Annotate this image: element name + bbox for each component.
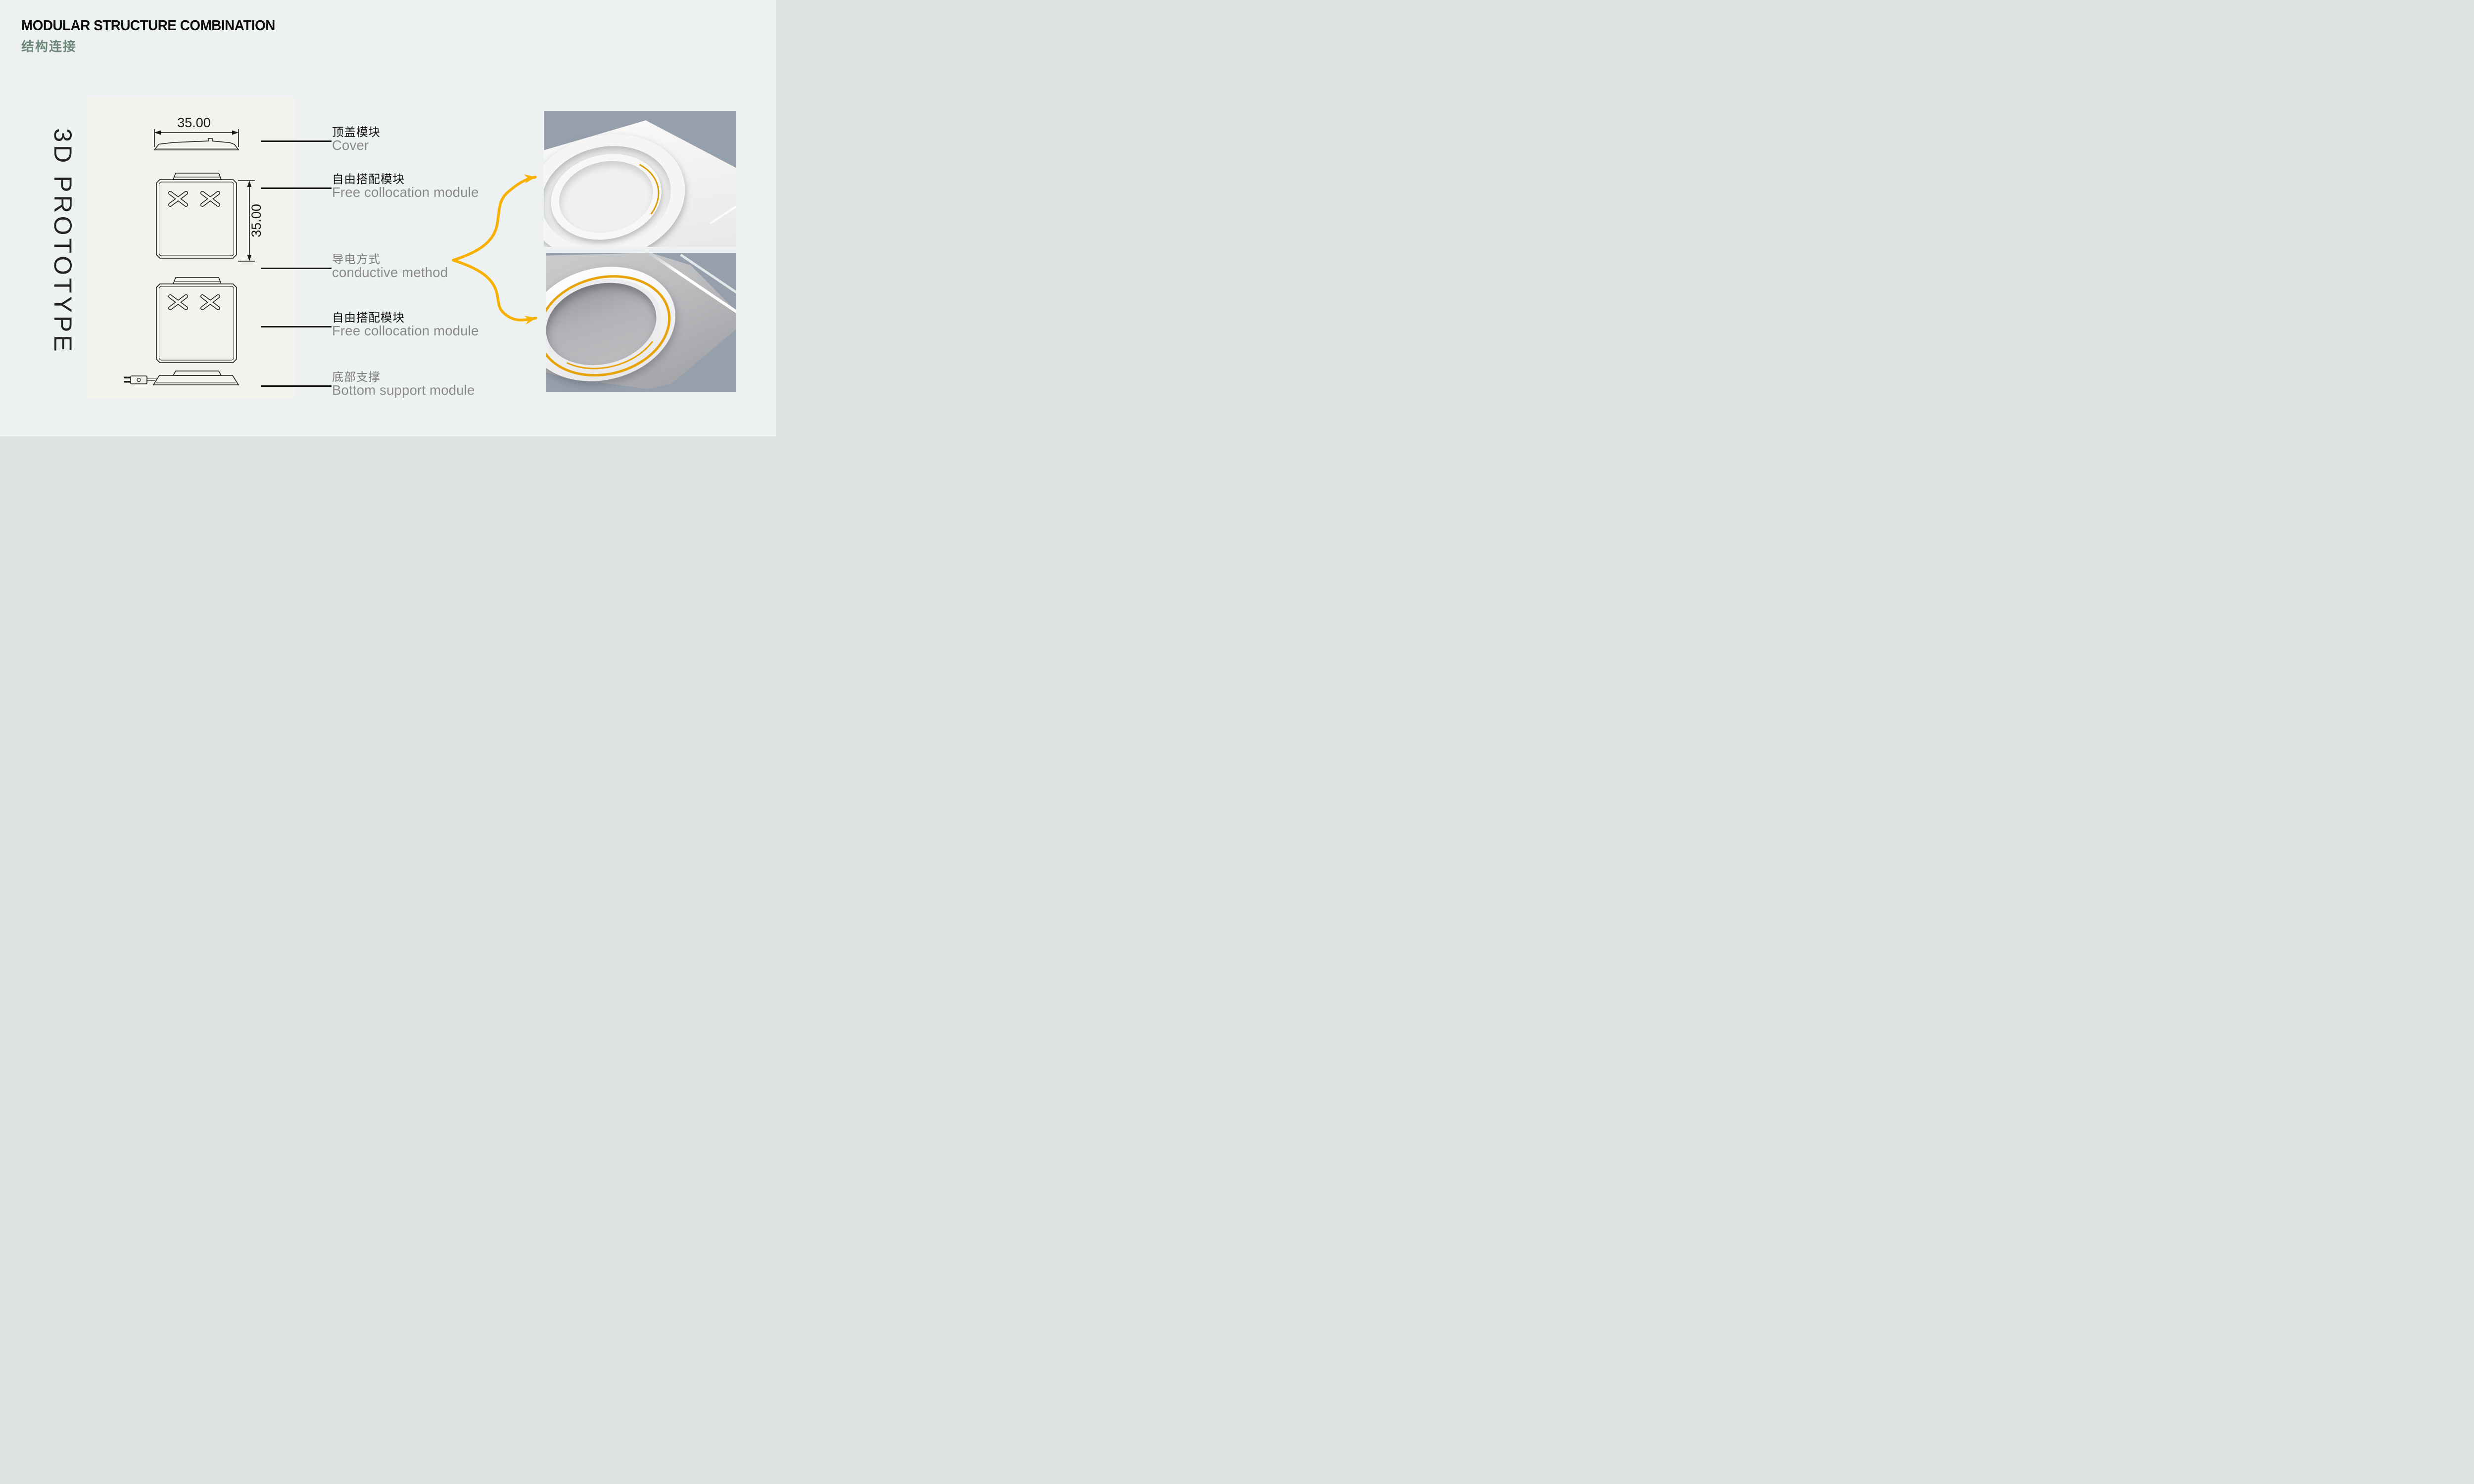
technical-drawing: 35.00 (124, 115, 264, 385)
dim-width-text: 35.00 (177, 115, 211, 130)
x-mark-icons (168, 191, 220, 310)
label-en-4: Bottom support module (332, 382, 475, 398)
connector-plug (124, 375, 157, 384)
dimension-height: 35.00 (238, 180, 264, 262)
label-en-2: conductive method (332, 265, 448, 280)
arrow-to-bottom-render (452, 259, 537, 325)
technical-drawing-panel: 35.00 (87, 97, 295, 398)
label-zh-4: 底部支撑 (332, 371, 381, 383)
slide: MODULAR STRUCTURE COMBINATION 结构连接 3D PR… (0, 0, 776, 436)
page-title: MODULAR STRUCTURE COMBINATION (21, 18, 275, 34)
callout-line-3 (261, 326, 332, 327)
cover-part (153, 138, 239, 150)
render-top-cover-ring (544, 111, 736, 247)
label-en-0: Cover (332, 138, 369, 153)
label-zh-0: 顶盖模块 (332, 126, 381, 139)
callout-line-0 (261, 140, 332, 142)
callout-line-4 (261, 385, 332, 387)
dim-height-text: 35.00 (249, 204, 264, 237)
free-collocation-module-2 (156, 277, 237, 363)
label-zh-2: 导电方式 (332, 253, 381, 266)
callout-line-1 (261, 187, 332, 189)
label-en-1: Free collocation module (332, 185, 479, 200)
bottom-support-part (124, 371, 239, 385)
label-en-3: Free collocation module (332, 323, 479, 338)
label-zh-3: 自由搭配模块 (332, 311, 405, 324)
dimension-width: 35.00 (154, 115, 239, 147)
free-collocation-module-1 (156, 173, 237, 259)
label-zh-1: 自由搭配模块 (332, 173, 405, 186)
render-bottom-conductive-ring (546, 253, 736, 392)
callout-line-2 (261, 268, 332, 269)
side-label-3d-prototype: 3D PROTOTYPE (49, 128, 77, 355)
page-subtitle: 结构连接 (21, 39, 77, 54)
